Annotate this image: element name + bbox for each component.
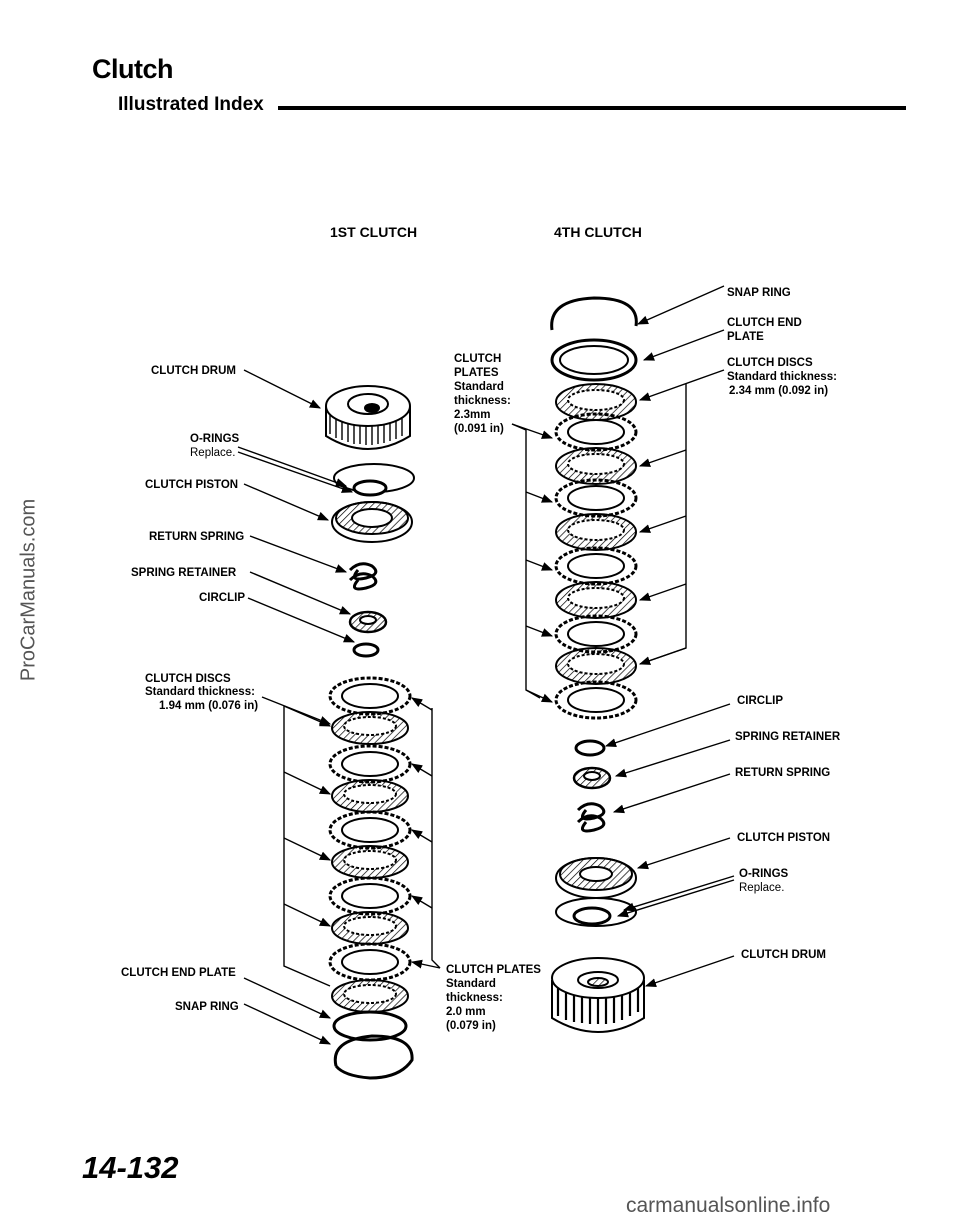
label-4th-clutch-plates: CLUTCH: [454, 353, 502, 365]
label-1st-clutch-drum: CLUTCH DRUM: [151, 365, 236, 377]
footer-source: carmanualsonline.info: [626, 1194, 831, 1217]
label-4th-clutch-plates-2: PLATES: [454, 367, 499, 379]
section-1st-clutch: 1ST CLUTCH: [330, 224, 418, 240]
label-1st-circlip: CIRCLIP: [199, 592, 245, 604]
1st-clutch-plate-stack: [328, 676, 414, 1080]
label-1st-clutch-plates-value2: (0.079 in): [446, 1020, 496, 1032]
label-4th-clutch-plates-value1: 2.3mm: [454, 409, 491, 421]
4th-clutch-plate-stack: [550, 296, 638, 720]
label-4th-clutch-end-plate: CLUTCH END: [727, 317, 802, 329]
label-4th-clutch-end-plate-2: PLATE: [727, 331, 764, 343]
label-1st-clutch-piston: CLUTCH PISTON: [145, 479, 239, 491]
label-4th-clutch-piston: CLUTCH PISTON: [737, 832, 831, 844]
section-4th-clutch: 4TH CLUTCH: [554, 224, 642, 240]
label-1st-clutch-end-plate: CLUTCH END PLATE: [121, 967, 236, 979]
label-4th-spring-retainer: SPRING RETAINER: [735, 731, 841, 743]
1st-clutch-drum-part: [325, 385, 411, 450]
label-1st-clutch-discs-spec: Standard thickness:: [145, 686, 255, 698]
watermark: ProCarManuals.com: [14, 420, 44, 760]
label-4th-clutch-discs: CLUTCH DISCS: [727, 357, 813, 369]
label-1st-clutch-discs-value: 1.94 mm (0.076 in): [159, 700, 259, 712]
label-4th-clutch-plates-value2: (0.091 in): [454, 423, 504, 435]
label-1st-clutch-discs: CLUTCH DISCS: [145, 673, 231, 685]
label-1st-clutch-plates-spec1: Standard: [446, 978, 496, 990]
label-1st-o-rings-note: Replace.: [190, 447, 236, 459]
label-4th-snap-ring: SNAP RING: [727, 287, 791, 299]
label-1st-clutch-plates-value1: 2.0 mm: [446, 1006, 486, 1018]
label-4th-clutch-drum: CLUTCH DRUM: [741, 949, 826, 961]
label-4th-clutch-plates-spec1: Standard: [454, 381, 504, 393]
label-1st-o-rings: O-RINGS: [190, 433, 240, 445]
page-subtitle: Illustrated Index: [118, 94, 264, 115]
4th-clutch-drum-part: [551, 957, 645, 1033]
label-4th-o-rings-note: Replace.: [739, 882, 785, 894]
label-1st-clutch-plates: CLUTCH PLATES: [446, 964, 541, 976]
page-title: Clutch: [92, 54, 174, 84]
page-number: 14-132: [82, 1150, 179, 1185]
label-4th-circlip: CIRCLIP: [737, 695, 783, 707]
header-rule: [278, 106, 906, 110]
label-4th-clutch-discs-spec: Standard thickness:: [727, 371, 837, 383]
label-4th-clutch-plates-spec2: thickness:: [454, 395, 511, 407]
label-4th-return-spring: RETURN SPRING: [735, 767, 831, 779]
watermark-text: ProCarManuals.com: [17, 498, 40, 682]
label-1st-spring-retainer: SPRING RETAINER: [131, 567, 237, 579]
label-4th-clutch-discs-value: 2.34 mm (0.092 in): [729, 385, 829, 397]
label-4th-o-rings: O-RINGS: [739, 868, 789, 880]
label-1st-snap-ring: SNAP RING: [175, 1001, 239, 1013]
label-1st-clutch-plates-spec2: thickness:: [446, 992, 503, 1004]
label-1st-return-spring: RETURN SPRING: [149, 531, 245, 543]
